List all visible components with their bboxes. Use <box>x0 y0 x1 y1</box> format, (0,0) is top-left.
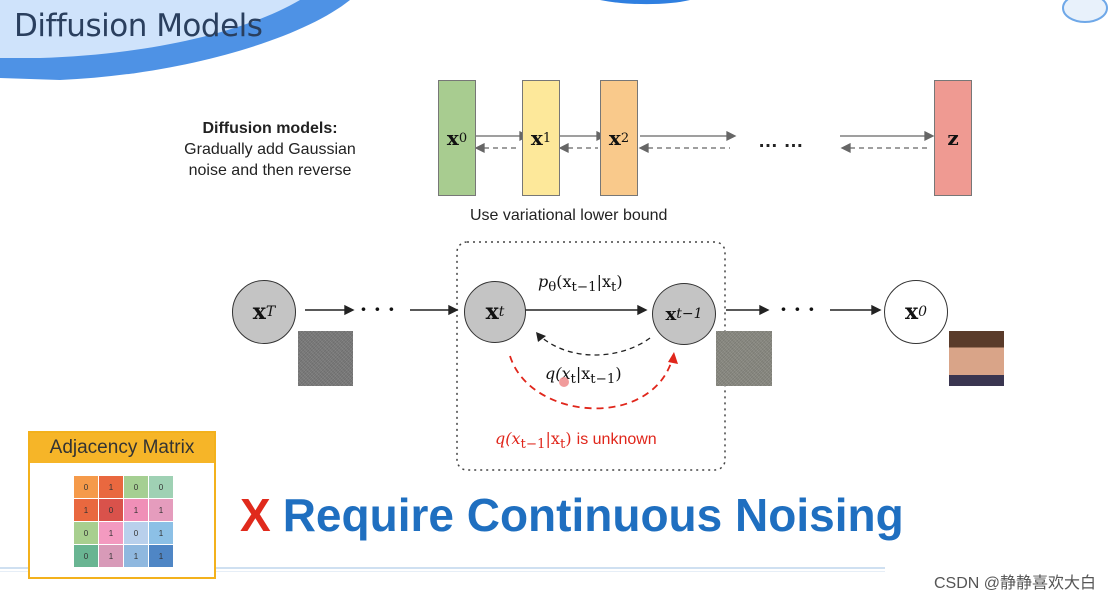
matrix-cell: 1 <box>99 522 123 544</box>
matrix-cell: 0 <box>74 522 98 544</box>
markov-arrows <box>305 304 882 316</box>
node-x0-label: x <box>904 299 919 325</box>
p-args5: ) <box>616 272 623 291</box>
unknown-end: ) <box>565 429 572 448</box>
chain-ellipsis: … … <box>758 130 804 152</box>
watermark: CSDN @静静喜欢大白 <box>933 575 1096 592</box>
chain-box-x2-sub: 2 <box>620 130 630 146</box>
node-x0-sub: 0 <box>918 304 928 320</box>
node-xt-minus-1-sub: t−1 <box>676 306 703 322</box>
chain-caption: Use variational lower bound <box>470 207 668 224</box>
unknown-arrow <box>509 355 673 410</box>
p-args: (x <box>556 272 572 291</box>
chain-box-x1-sub: 1 <box>542 130 552 146</box>
chain-box-z-label: z <box>947 126 959 150</box>
unknown-sub2: t <box>559 437 566 453</box>
p-args3: |x <box>596 272 611 291</box>
chain-box-x1-label: x <box>530 126 543 150</box>
node-xt-sub: t <box>498 304 505 320</box>
description-line-2: noise and then reverse <box>188 162 352 179</box>
slide-title: Diffusion Models <box>14 8 263 44</box>
bottom-line <box>0 567 885 569</box>
q-sub1: t <box>570 372 576 388</box>
dots-right: · · · <box>780 297 815 321</box>
matrix-cell: 1 <box>74 499 98 521</box>
description-heading: Diffusion models: <box>202 120 338 137</box>
chain-box-x2-label: x <box>608 126 621 150</box>
description-line-1: Gradually add Gaussian <box>184 141 356 158</box>
p-args2: t−1 <box>571 280 597 296</box>
top-center-swoosh <box>600 0 690 5</box>
chain-box-x0-label: x <box>446 126 459 150</box>
q-end: ) <box>615 364 622 383</box>
unknown-sub1: t−1 <box>520 437 546 453</box>
matrix-cell: 1 <box>99 545 123 567</box>
matrix-cell: 1 <box>149 522 173 544</box>
top-right-bubble <box>1062 0 1108 23</box>
noise-image-xt-minus-1 <box>716 331 772 386</box>
q-forward-label: q(xt|xt−1) <box>545 364 622 387</box>
p-label: p <box>538 272 549 291</box>
matrix-cell: 0 <box>99 499 123 521</box>
matrix-cell: 0 <box>124 522 148 544</box>
q-mid: |x <box>575 364 591 383</box>
top-left-swoosh-light <box>0 0 300 58</box>
node-xt-minus-1-label: x <box>665 303 677 325</box>
matrix-cell: 1 <box>149 545 173 567</box>
q-forward-arrow <box>539 335 651 356</box>
node-xT-label: x <box>252 299 266 325</box>
unknown-text: is unknown <box>576 431 657 448</box>
chain-box-x0-sub: 0 <box>458 130 468 146</box>
matrix-cell: 0 <box>149 476 173 498</box>
matrix-cell: 1 <box>149 499 173 521</box>
bottom-line-2 <box>0 571 885 572</box>
dots-left: · · · <box>360 297 395 321</box>
matrix-cell: 0 <box>74 476 98 498</box>
q-sub2: t−1 <box>590 372 616 388</box>
noise-image-xT <box>298 331 353 386</box>
matrix-cell: 1 <box>99 476 123 498</box>
q-forward-arrowhead <box>536 332 546 342</box>
adjacency-matrix-title: Adjacency Matrix <box>30 433 214 463</box>
matrix-cell: 0 <box>74 545 98 567</box>
chain-box-z: z <box>934 80 972 196</box>
matrix-cell: 1 <box>124 545 148 567</box>
matrix-cell: 0 <box>124 476 148 498</box>
unknown-mid: |x <box>545 429 560 448</box>
p-args4: t <box>610 280 617 296</box>
headline-text: Require Continuous Noising <box>282 489 904 541</box>
unknown-q: q(x <box>495 429 521 448</box>
p-theta-label: pθ(xt−1|xt) <box>538 272 623 295</box>
chain-arrows <box>474 130 935 154</box>
face-image-x0 <box>949 331 1004 386</box>
cursor-dot <box>559 377 569 387</box>
diffusion-description: Diffusion models: Gradually add Gaussian… <box>160 118 380 181</box>
p-sub: θ <box>548 280 557 296</box>
node-xT-sub: T <box>265 304 276 320</box>
unknown-arrowhead <box>668 352 678 364</box>
cross-mark: X <box>240 489 271 541</box>
node-xt-label: x <box>485 299 499 325</box>
matrix-cell: 1 <box>124 499 148 521</box>
unknown-label: q(xt−1|xt) is unknown <box>495 429 657 452</box>
